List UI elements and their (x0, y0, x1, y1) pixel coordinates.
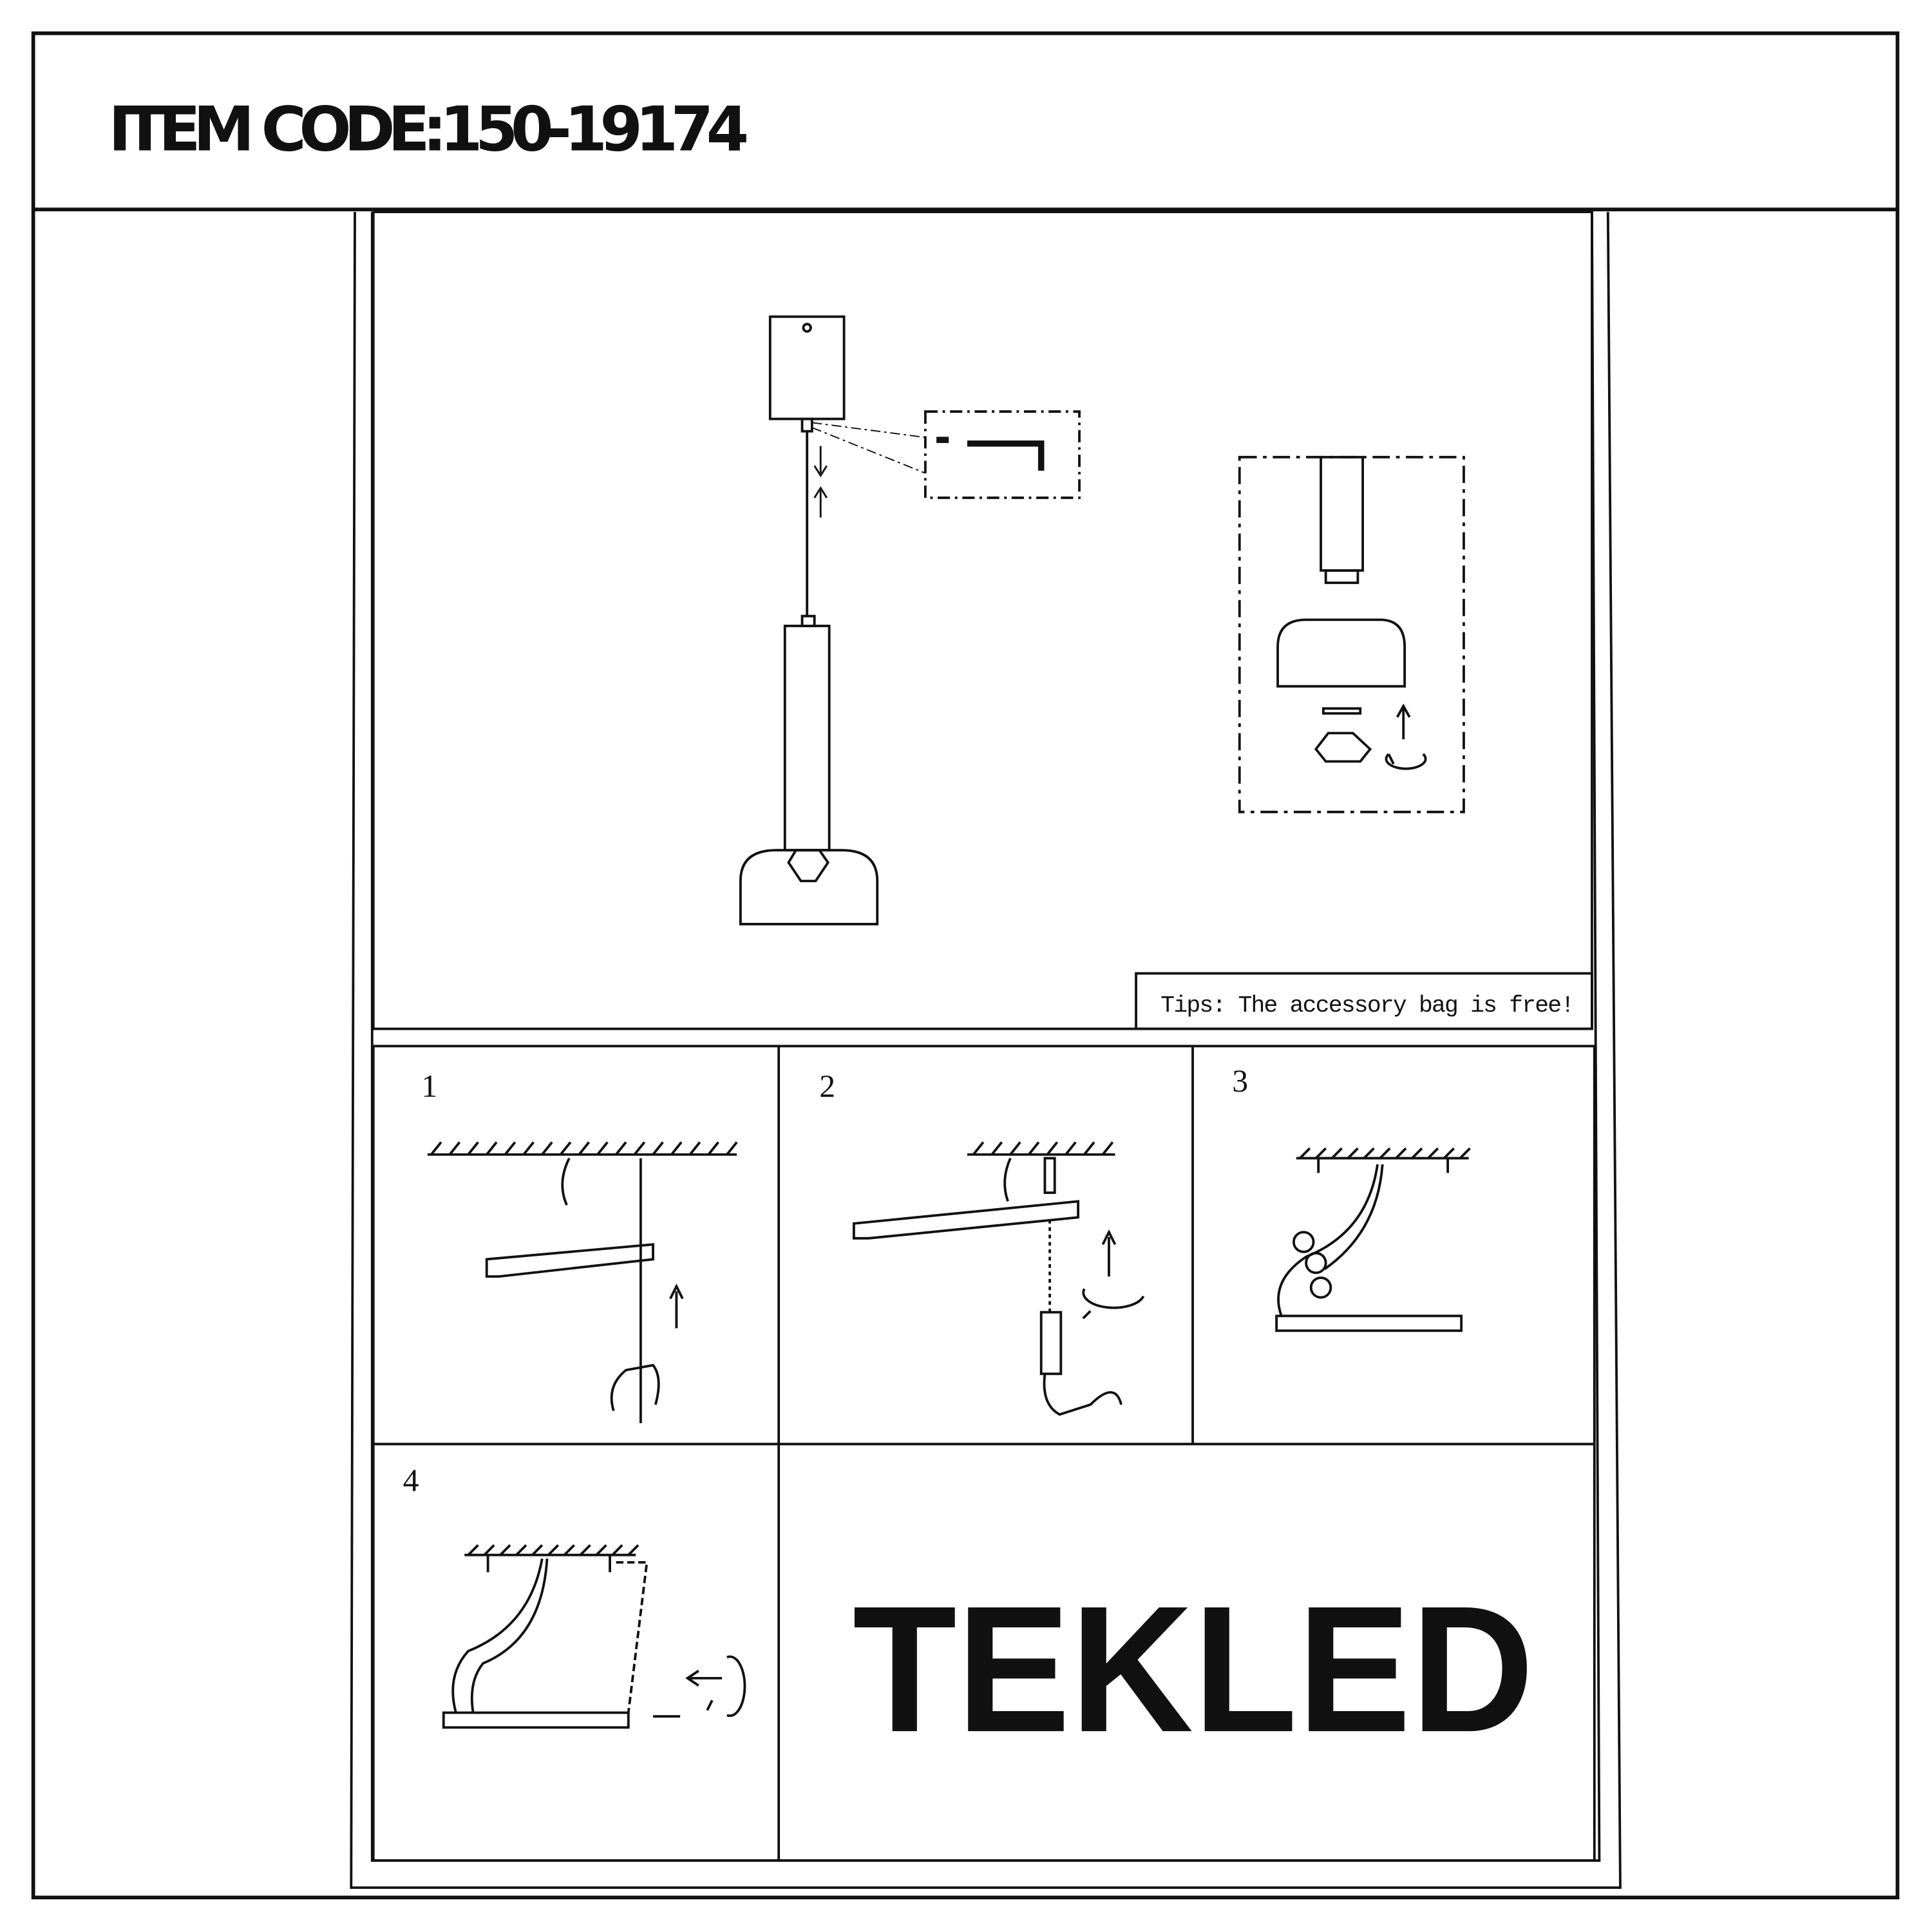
canopy-plate (1275, 1314, 1463, 1332)
shade-part (1276, 618, 1406, 688)
washer (1321, 707, 1362, 715)
connector-ground (1305, 1251, 1327, 1274)
rotate-icon (706, 1655, 746, 1718)
step-4-illustration (442, 1544, 746, 1729)
wire (1003, 1157, 1012, 1202)
tube-end (1320, 455, 1364, 572)
outer-border (31, 31, 1900, 1900)
connector-n (1293, 1231, 1315, 1253)
accessory-detail (1238, 455, 1465, 813)
arrow-up-icon (669, 1283, 684, 1329)
ceiling (1296, 1147, 1471, 1173)
accessory-dashed-box (1238, 455, 1465, 813)
step-number-2: 2 (819, 1068, 835, 1104)
step-number-1: 1 (421, 1068, 437, 1104)
wire (561, 1157, 571, 1206)
body-cap (800, 614, 816, 627)
guide-line (616, 1561, 649, 1713)
lamp-nut (787, 849, 830, 882)
arrow-left-icon (685, 1669, 723, 1687)
rotate-icon (1385, 753, 1427, 770)
hand-icon (1043, 1374, 1122, 1416)
tips-text: Tips: The accessory bag is free! (1160, 992, 1575, 1019)
detail-box (923, 410, 1081, 499)
tube-thread (1324, 569, 1359, 584)
arrow-up-icon (1396, 703, 1411, 739)
step-number-4: 4 (403, 1463, 419, 1498)
lamp-shade (739, 849, 879, 925)
step-3-illustration (1275, 1147, 1471, 1332)
mounting-bracket (852, 1200, 1080, 1240)
steps-grid (372, 1045, 1596, 1862)
item-code: ITEM CODE:150-19174 (108, 93, 749, 165)
step-number-3: 3 (1232, 1063, 1248, 1099)
tips-box (1135, 972, 1593, 1030)
canopy-plate (442, 1711, 630, 1729)
detail-part (936, 437, 1045, 471)
tekled-logo: TEKLED (853, 1569, 1534, 1770)
canopy-hole (802, 323, 812, 333)
pendant-diagram (739, 315, 1081, 925)
screwdriver-icon (1039, 1311, 1063, 1376)
step-1-illustration (427, 1141, 738, 1423)
detail-leader (811, 422, 926, 474)
ceiling (967, 1141, 1115, 1156)
step-2-illustration (852, 1141, 1145, 1416)
inner-page-border (350, 212, 1622, 1889)
lamp-body (783, 625, 831, 852)
cable-grip (800, 417, 813, 433)
connector-l (1309, 1276, 1332, 1299)
hand-icon (610, 1363, 660, 1412)
mounting-bracket (485, 1243, 654, 1278)
overview-panel (372, 211, 1593, 1030)
nut-part (1314, 732, 1372, 763)
arrow-down-icon (813, 446, 828, 478)
rotate-icon (1082, 1288, 1145, 1320)
arrow-up-icon (813, 486, 828, 518)
ceiling (427, 1141, 738, 1156)
ceiling (464, 1544, 639, 1573)
wires (451, 1558, 549, 1713)
arrow-up-icon (1101, 1229, 1117, 1277)
anchor (1043, 1157, 1056, 1194)
